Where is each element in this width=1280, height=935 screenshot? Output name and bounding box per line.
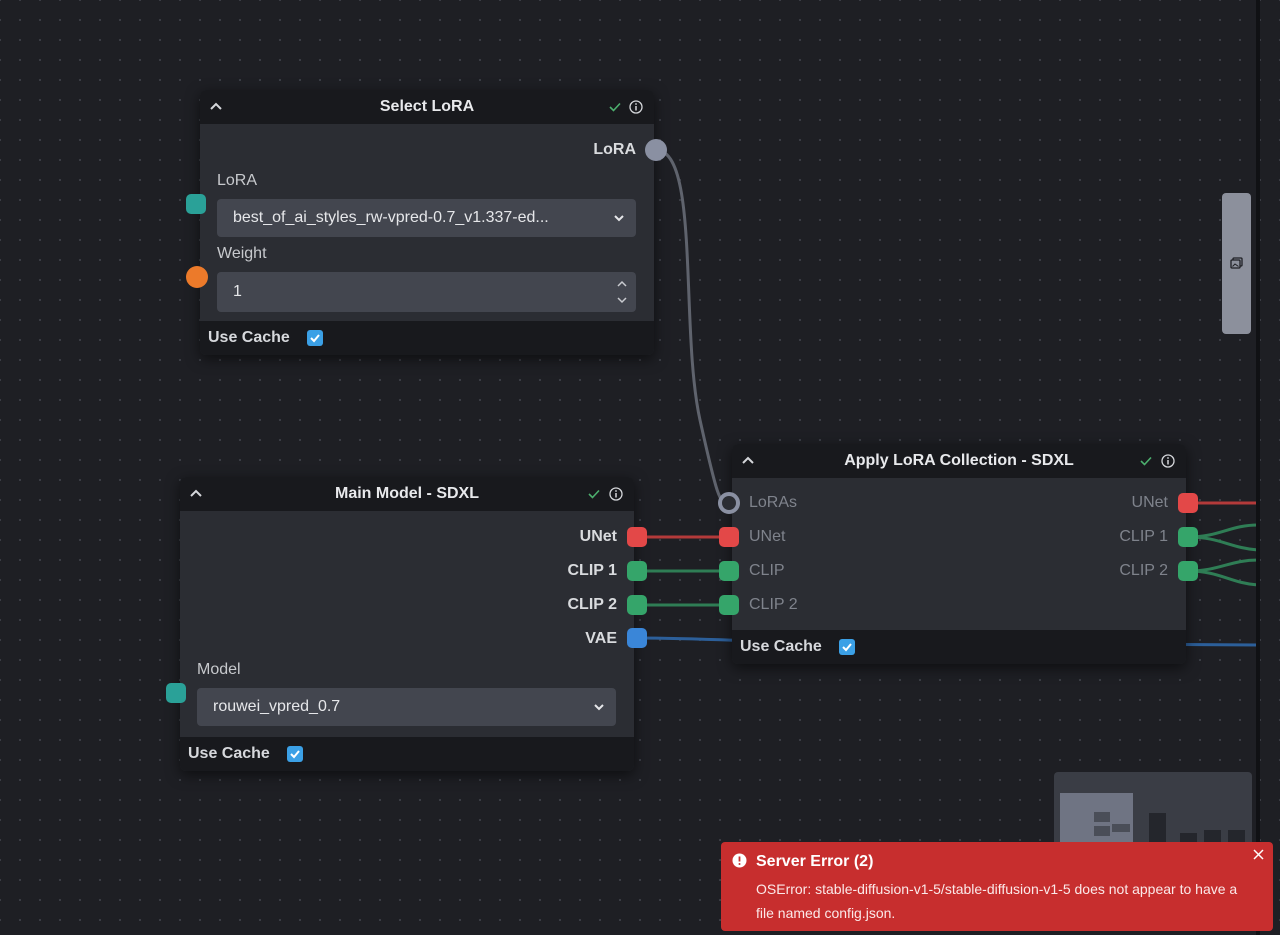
info-icon[interactable] <box>609 487 623 501</box>
node-footer: Use Cache <box>180 737 634 771</box>
minimap-node <box>1094 812 1110 822</box>
node-title: Select LoRA <box>379 98 475 115</box>
main-model-clip1-output-port[interactable] <box>627 561 647 581</box>
apply-lora-collection-node[interactable]: Apply LoRA Collection - SDXL LoRAs UNet … <box>732 444 1186 664</box>
model-field-label: Model <box>197 661 241 678</box>
check-icon <box>609 102 621 112</box>
node-footer: Use Cache <box>200 321 654 355</box>
apply-lora-clip-input-port[interactable] <box>719 561 739 581</box>
apply-lora-clip2-output-port[interactable] <box>1178 561 1198 581</box>
alert-circle-icon <box>732 853 747 868</box>
info-icon[interactable] <box>1161 454 1175 468</box>
main-model-node[interactable]: Main Model - SDXL UNet CLIP 1 CLIP 2 VAE… <box>180 477 634 771</box>
model-select-value: rouwei_vpred_0.7 <box>213 698 341 715</box>
use-cache-checkbox[interactable] <box>286 746 303 762</box>
output-vae-label: VAE <box>585 630 617 647</box>
weight-input-value: 1 <box>233 283 242 300</box>
wire-out-clip1-b <box>1187 535 1259 552</box>
use-cache-checkbox[interactable] <box>838 639 855 655</box>
node-header[interactable]: Select LoRA <box>200 90 654 124</box>
weight-field-label: Weight <box>217 245 267 262</box>
main-model-clip2-output-port[interactable] <box>627 595 647 615</box>
chevron-up-icon[interactable] <box>740 452 756 468</box>
info-icon[interactable] <box>629 100 643 114</box>
wire-out-clip2-b <box>1187 569 1259 587</box>
apply-lora-loras-input-port[interactable] <box>718 492 740 514</box>
use-cache-label: Use Cache <box>208 329 290 346</box>
minimap-node <box>1112 824 1130 832</box>
output-clip1-label: CLIP 1 <box>567 562 618 579</box>
toast-message: OSError: stable-diffusion-v1-5/stable-di… <box>756 881 1238 921</box>
output-lora-label: LoRA <box>593 141 636 158</box>
check-icon <box>290 750 300 759</box>
input-clip-label: CLIP <box>749 562 785 579</box>
select-lora-output-port[interactable] <box>645 139 667 161</box>
output-unet-label: UNet <box>579 528 617 545</box>
check-icon <box>310 334 320 343</box>
lora-field-input-port[interactable] <box>186 194 206 214</box>
output-clip2-label: CLIP 2 <box>1119 562 1168 579</box>
gallery-icon <box>1230 257 1243 269</box>
input-unet-label: UNet <box>749 528 786 545</box>
check-icon <box>588 489 600 499</box>
wire-out-clip2-a <box>1187 558 1259 573</box>
check-icon <box>842 643 852 652</box>
input-clip2-label: CLIP 2 <box>749 596 798 613</box>
node-header[interactable]: Apply LoRA Collection - SDXL <box>732 444 1186 478</box>
apply-lora-clip2-input-port[interactable] <box>719 595 739 615</box>
apply-lora-clip1-output-port[interactable] <box>1178 527 1198 547</box>
main-model-vae-output-port[interactable] <box>627 628 647 648</box>
use-cache-label: Use Cache <box>740 638 822 655</box>
use-cache-checkbox[interactable] <box>306 330 323 346</box>
side-panel-toggle-button[interactable] <box>1222 193 1251 334</box>
chevron-up-icon[interactable] <box>188 485 204 501</box>
weight-input[interactable]: 1 <box>217 272 636 312</box>
wire-lora <box>655 148 730 505</box>
main-model-unet-output-port[interactable] <box>627 527 647 547</box>
server-error-toast[interactable]: Server Error (2) OSError: stable-diffusi… <box>721 842 1273 931</box>
chevron-up-icon[interactable] <box>208 98 224 114</box>
lora-select-value: best_of_ai_styles_rw-vpred-0.7_v1.337-ed… <box>233 209 549 226</box>
apply-lora-unet-output-port[interactable] <box>1178 493 1198 513</box>
chevron-down-icon <box>614 215 624 222</box>
stepper-icon[interactable] <box>616 277 628 307</box>
apply-lora-unet-input-port[interactable] <box>719 527 739 547</box>
output-clip2-label: CLIP 2 <box>567 596 618 613</box>
lora-select[interactable]: best_of_ai_styles_rw-vpred-0.7_v1.337-ed… <box>217 199 636 237</box>
node-footer: Use Cache <box>732 630 1186 664</box>
model-field-input-port[interactable] <box>166 683 186 703</box>
close-icon[interactable] <box>1253 849 1264 860</box>
minimap-node <box>1094 826 1110 836</box>
select-lora-node[interactable]: Select LoRA LoRA LoRA best_of_ai_styles_… <box>200 90 654 355</box>
check-icon <box>1140 456 1152 466</box>
node-title: Apply LoRA Collection - SDXL <box>844 452 1074 469</box>
model-select[interactable]: rouwei_vpred_0.7 <box>197 688 616 726</box>
weight-field-input-port[interactable] <box>186 266 208 288</box>
use-cache-label: Use Cache <box>188 745 270 762</box>
wire-out-clip1-a <box>1187 523 1259 539</box>
input-loras-label: LoRAs <box>749 494 798 511</box>
node-title: Main Model - SDXL <box>335 485 479 502</box>
toast-title: Server Error (2) <box>756 853 874 870</box>
chevron-down-icon <box>594 704 604 711</box>
lora-field-label: LoRA <box>217 172 258 189</box>
node-header[interactable]: Main Model - SDXL <box>180 477 634 511</box>
output-clip1-label: CLIP 1 <box>1119 528 1168 545</box>
output-unet-label: UNet <box>1131 494 1168 511</box>
